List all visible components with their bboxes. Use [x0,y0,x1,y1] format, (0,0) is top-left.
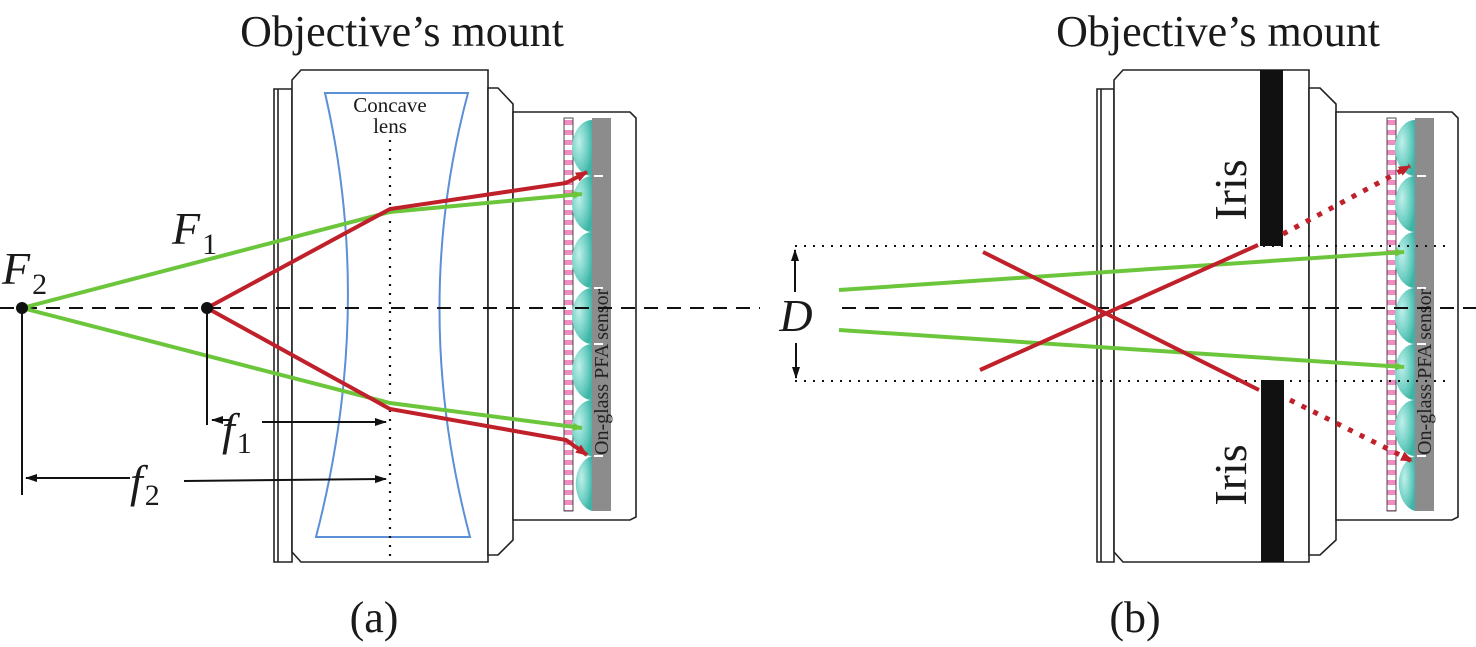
mount-barrel [291,69,489,563]
mount-back-ring [1096,88,1115,563]
microlens [572,288,592,344]
lens-label-line1: Concave [353,93,426,117]
microlens [572,176,592,232]
concave-lens [314,92,472,538]
iris-blade-top [1260,70,1283,246]
iris-blade-bottom [1261,380,1284,562]
ray-red-blocked-continuation-bottom [1288,397,1414,464]
panel-b-title: Objective’s mount [1056,7,1380,56]
mount-front-ring [1308,87,1337,556]
microlens [575,456,592,511]
iris-bottom-label: Iris [1205,444,1256,505]
panel-a: Objective’s mount Concave lens [0,7,760,642]
panel-a-caption: (a) [350,593,399,642]
label-F1: F1 [171,203,217,261]
mount-front-ring [487,87,514,556]
sensor-substrate [1415,118,1434,511]
microlens-array [572,120,592,511]
sensor-label-b: On-glass PFA sensor [1414,288,1436,455]
sensor-stack-a: On-glass PFA sensor [563,117,613,512]
label-f2: f2 [130,456,160,512]
ray-red-top [206,170,588,310]
microlens [1395,344,1415,400]
lens-label-line2: lens [373,114,407,138]
sensor-label-a: On-glass PFA sensor [591,288,613,455]
ray-green-bottom [21,306,583,431]
panel-b-caption: (b) [1109,593,1160,642]
panel-a-title: Objective’s mount [240,7,564,56]
ray-red-blocked-up [979,243,1259,372]
microlens [1395,400,1415,456]
sensor-substrate [592,118,611,511]
microlens [1395,176,1415,232]
microlens [572,344,592,400]
microlens [572,232,592,288]
microlens-array [1395,120,1415,511]
ray-red-blocked-continuation-top [1281,163,1412,237]
ray-red-blocked-down [982,250,1260,392]
f2-arrow-right [183,475,387,484]
microlens [1395,288,1415,344]
microlens [1398,456,1415,511]
panel-b: Objective’s mount Iris Iris [778,7,1476,642]
iris-top-label: Iris [1205,159,1256,220]
ray-green-top [21,190,583,310]
microlens [572,120,592,176]
sensor-stack-b: On-glass PFA sensor [1386,117,1436,512]
label-f1: f1 [222,404,252,460]
mount-back-ring [273,88,293,563]
ray-red-bottom [206,306,589,457]
color-filter [563,117,574,512]
aperture-label-D: D [778,290,812,341]
ray-green-top [838,248,1405,292]
microlens [1395,120,1415,176]
ray-green-bottom [838,328,1405,371]
label-F2: F2 [1,243,47,301]
